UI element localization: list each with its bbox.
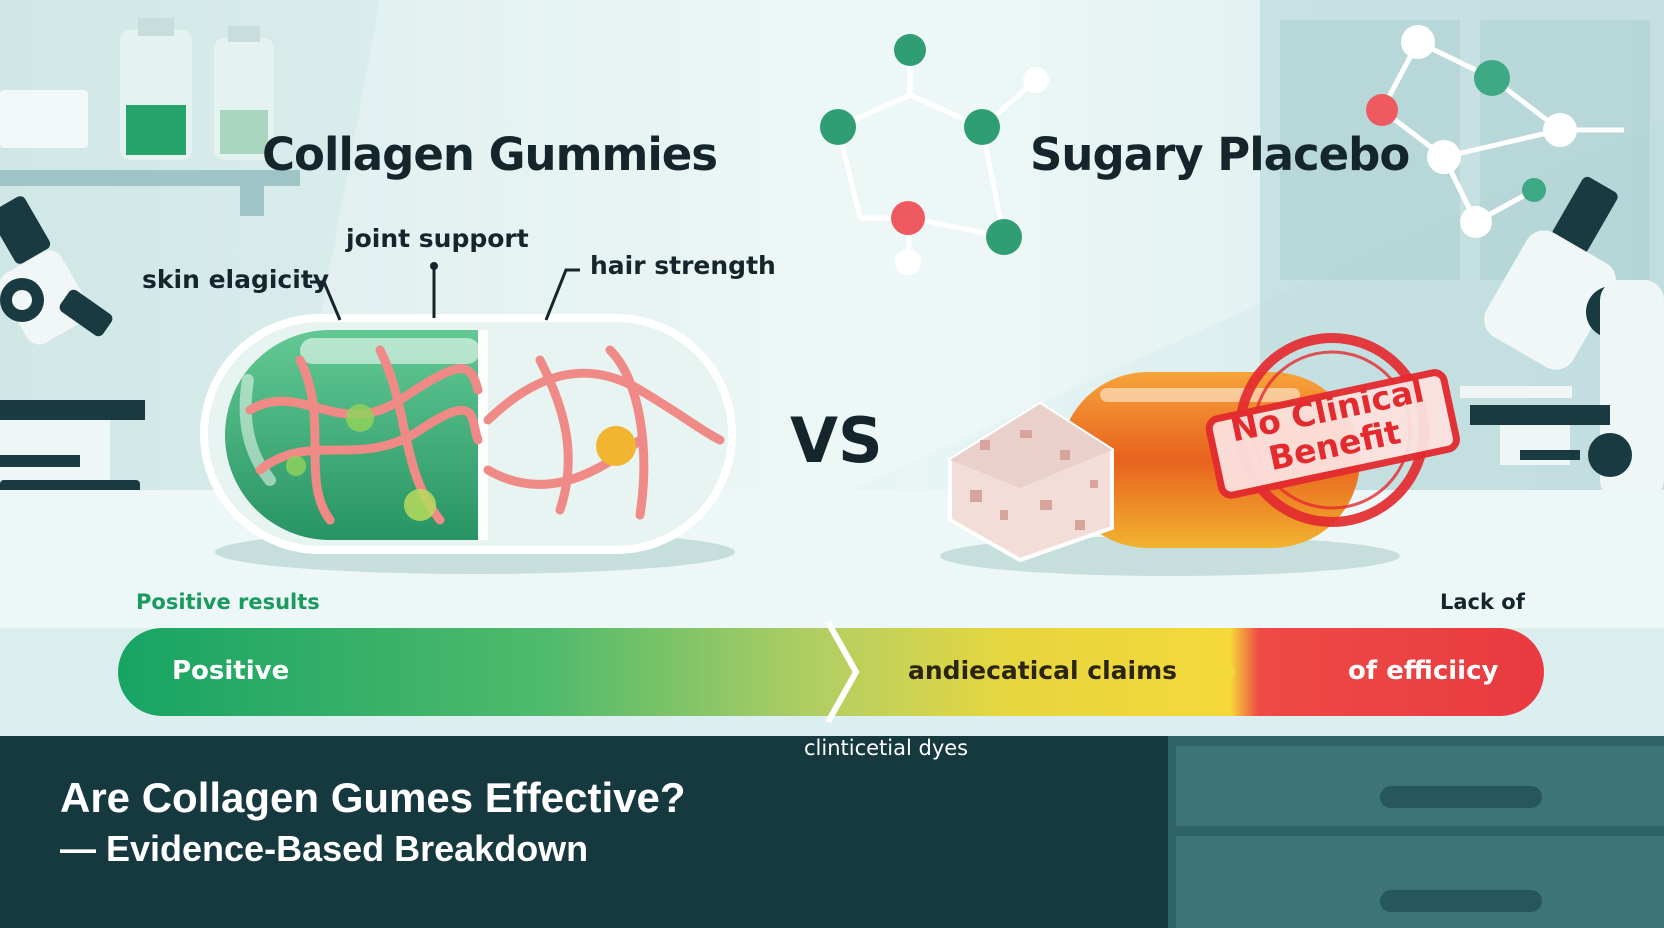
callout-hair: hair strength xyxy=(590,251,776,280)
scale-caption-left: Positive results xyxy=(136,590,320,614)
scale-caption-bottom: clinticetial dyes xyxy=(804,736,969,760)
headline-line-1: Are Collagen Gumes Effective? xyxy=(60,774,686,821)
scale-segment-middle: andiecatical claims xyxy=(908,656,1178,685)
headline-line-2: — Evidence-Based Breakdown xyxy=(60,828,589,869)
scale-segment-positive: Positive xyxy=(172,656,290,686)
stamp-graphic xyxy=(1205,333,1460,527)
callout-joint: joint support xyxy=(346,224,529,253)
right-title: Sugary Placebo xyxy=(1030,128,1410,181)
scale-segment-negative: of efficiicy xyxy=(1348,656,1499,686)
scale-caption-right: Lack of xyxy=(1440,590,1525,614)
left-title: Collagen Gummies xyxy=(262,128,718,181)
versus-label: VS xyxy=(790,404,883,477)
collagen-capsule xyxy=(200,314,736,554)
callout-skin: skin elagicity xyxy=(142,265,330,294)
